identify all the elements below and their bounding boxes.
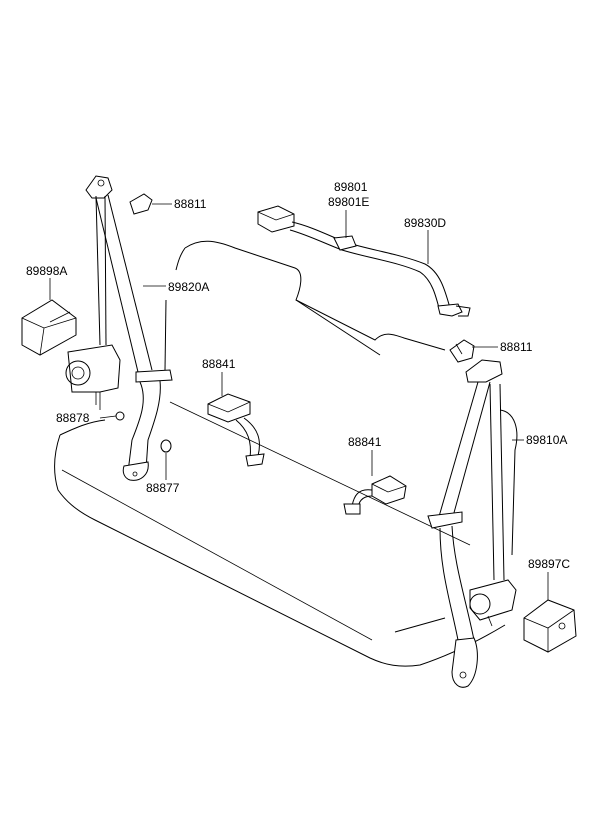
label-89810A: 89810A xyxy=(526,433,567,447)
right-retractor-cover xyxy=(523,599,577,653)
anchor-bolt xyxy=(115,411,125,421)
anchor-nut xyxy=(160,439,172,453)
right-buckle xyxy=(343,475,407,515)
label-88841-left: 88841 xyxy=(202,357,236,371)
label-88811-left: 88811 xyxy=(174,197,207,211)
left-retractor-cover xyxy=(21,299,77,356)
label-89830D: 89830D xyxy=(404,216,446,230)
label-89820A: 89820A xyxy=(168,280,209,294)
label-89898A: 89898A xyxy=(26,264,67,278)
label-88877: 88877 xyxy=(146,481,180,495)
right-trim-clip xyxy=(449,339,475,363)
label-89801E: 89801E xyxy=(328,195,369,209)
label-88811-right: 88811 xyxy=(500,340,533,354)
right-retractor-belt xyxy=(427,359,517,688)
label-88841-right: 88841 xyxy=(348,435,382,449)
label-88878: 88878 xyxy=(56,411,90,425)
label-89801: 89801 xyxy=(334,180,368,194)
label-89897C: 89897C xyxy=(528,557,570,571)
left-retractor-belt xyxy=(65,175,173,481)
leader-lines xyxy=(49,203,549,600)
left-trim-clip xyxy=(129,193,153,215)
left-buckle xyxy=(207,393,265,467)
